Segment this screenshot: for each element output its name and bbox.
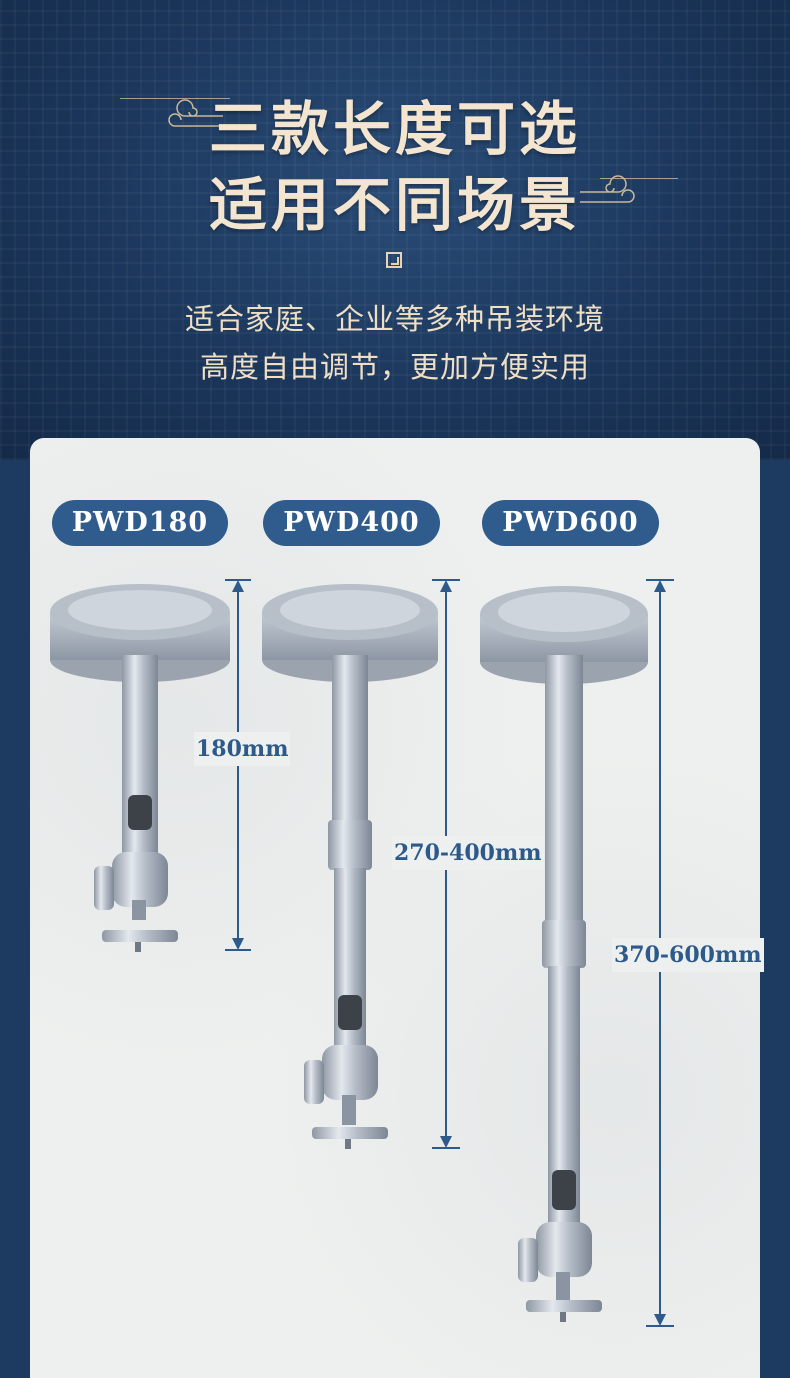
decorative-line-top: [120, 98, 230, 99]
mount-pwd600: [480, 586, 648, 1322]
page-title-line1: 三款长度可选: [208, 95, 581, 163]
model-label-pwd600: PWD600: [482, 500, 659, 546]
decorative-line-bottom: [600, 178, 678, 179]
mount-pwd180: [50, 584, 230, 952]
subtitle-line1: 适合家庭、企业等多种吊装环境: [184, 302, 605, 336]
model-label-pwd180: PWD180: [52, 500, 228, 546]
page-title-line2: 适用不同场景: [208, 171, 581, 239]
header-banner: 三款长度可选 适用不同场景 适合家庭、企业等多种吊装环境 高度自由调节，更加方便…: [0, 0, 790, 460]
dimension-label-pwd180: 180mm: [194, 732, 291, 766]
mount-pwd400: [262, 584, 438, 1149]
subtitle-line2: 高度自由调节，更加方便实用: [199, 350, 590, 384]
cloud-ornament-left-icon: [168, 99, 223, 127]
dimension-label-pwd400: 270-400mm: [392, 836, 544, 870]
model-label-pwd400: PWD400: [263, 500, 440, 546]
cloud-ornament-right-icon: [580, 175, 635, 203]
dimension-label-pwd600: 370-600mm: [612, 938, 764, 972]
pattern-mark-icon: [386, 252, 402, 268]
